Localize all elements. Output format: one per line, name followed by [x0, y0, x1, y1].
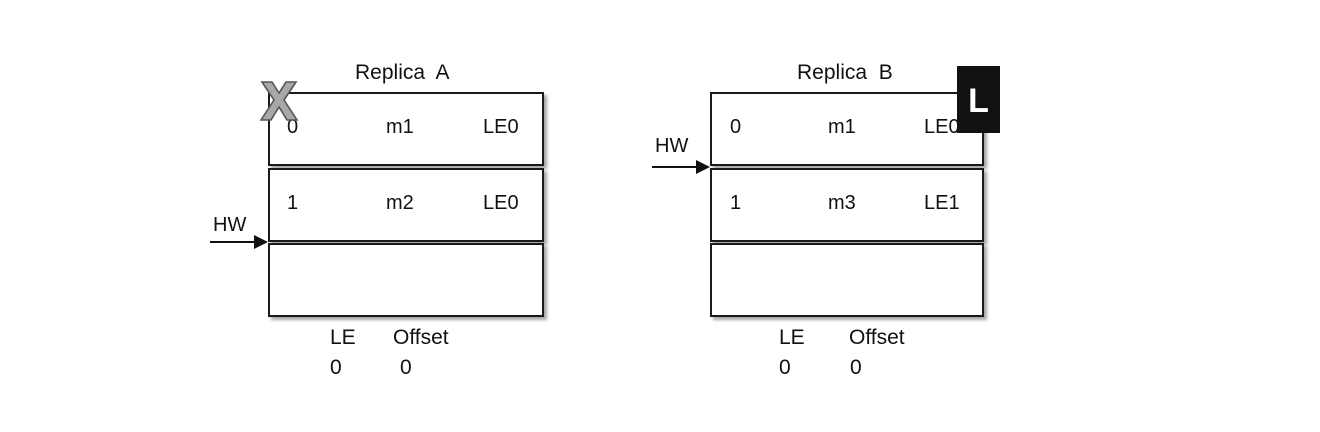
log-entry-a-2-empty [268, 243, 544, 317]
replica-a-title: Replica A [355, 61, 450, 84]
offset-value-a: 0 [400, 356, 412, 379]
log-entry-b-1: 1 m3 LE1 [710, 168, 984, 242]
entry-offset: 1 [287, 192, 299, 214]
entry-offset: 0 [730, 116, 742, 138]
offset-header-a: Offset [393, 326, 449, 349]
offset-header-b: Offset [849, 326, 905, 349]
entry-epoch: LE1 [924, 192, 960, 214]
entry-message: m1 [386, 116, 414, 138]
replica-b-title: Replica B [797, 61, 893, 84]
log-entry-b-0: 0 m1 LE0 [710, 92, 984, 166]
entry-epoch: LE0 [483, 116, 519, 138]
hw-label-b: HW [655, 135, 689, 157]
entry-message: m1 [828, 116, 856, 138]
log-entry-a-1: 1 m2 LE0 [268, 168, 544, 242]
log-entry-b-2-empty [710, 243, 984, 317]
entry-offset: 1 [730, 192, 742, 214]
le-header-b: LE [779, 326, 805, 349]
entry-epoch: LE0 [924, 116, 960, 138]
le-value-a: 0 [330, 356, 342, 379]
entry-epoch: LE0 [483, 192, 519, 214]
entry-offset: 0 [287, 116, 299, 138]
entry-message: m2 [386, 192, 414, 214]
hw-label-a: HW [213, 214, 247, 236]
le-header-a: LE [330, 326, 356, 349]
leader-badge: L [957, 66, 1000, 133]
log-entry-a-0: 0 m1 LE0 [268, 92, 544, 166]
entry-message: m3 [828, 192, 856, 214]
offset-value-b: 0 [850, 356, 862, 379]
x-mark-icon [259, 81, 299, 121]
le-value-b: 0 [779, 356, 791, 379]
